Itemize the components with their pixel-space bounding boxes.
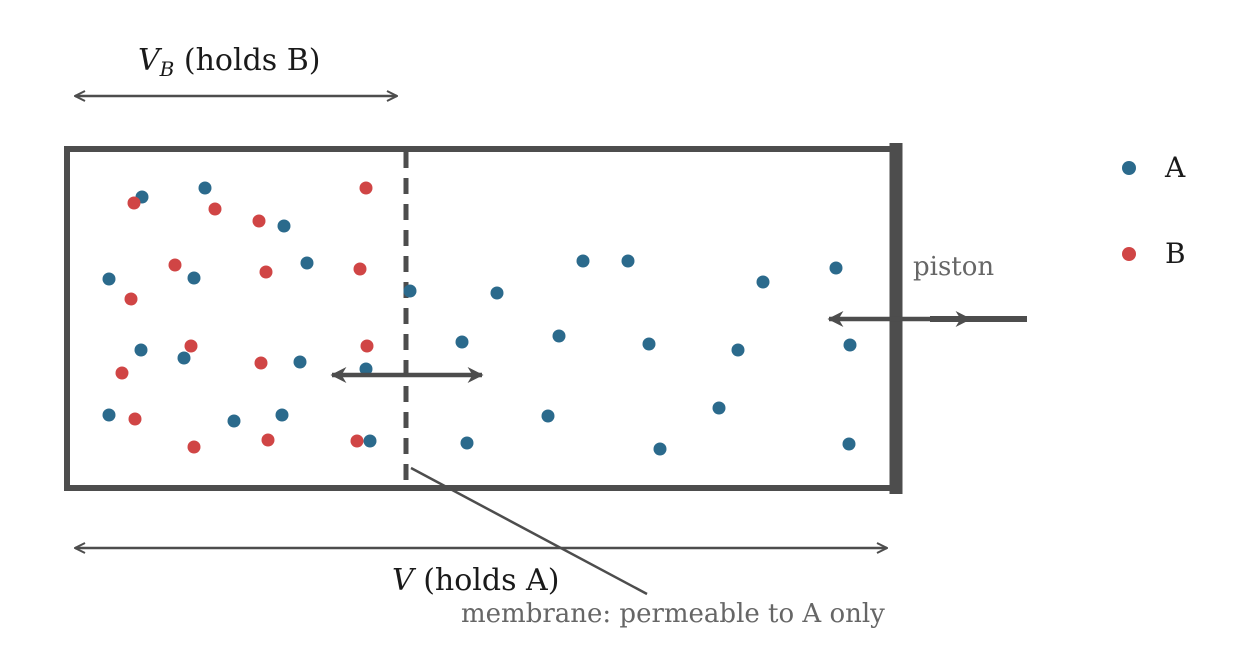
particle-a [363, 434, 377, 448]
membrane-label: membrane: permeable to A only [461, 599, 885, 629]
particle-a [227, 414, 241, 428]
vb-text: (holds B) [174, 43, 320, 78]
v-text: (holds A) [414, 563, 560, 598]
particle-a [653, 442, 667, 456]
particle-b [187, 440, 201, 454]
particles-group [102, 181, 857, 456]
particle-a [187, 271, 201, 285]
particle-a [277, 219, 291, 233]
particle-b [124, 292, 138, 306]
particle-a [712, 401, 726, 415]
particle-b [127, 196, 141, 210]
particle-b [168, 258, 182, 272]
vb-label: VB (holds B) [138, 43, 320, 81]
particle-a [102, 408, 116, 422]
v-label: V (holds A) [392, 563, 559, 598]
particle-a [102, 272, 116, 286]
particle-b [184, 339, 198, 353]
particle-a [621, 254, 635, 268]
particle-a [756, 275, 770, 289]
membrane-pointer-line [410, 466, 648, 596]
particle-b [350, 434, 364, 448]
particle-b [115, 366, 129, 380]
particle-a [576, 254, 590, 268]
legend: A B [1122, 151, 1186, 270]
particle-a [198, 181, 212, 195]
legend-marker-a [1122, 161, 1136, 175]
particle-b [254, 356, 268, 370]
particle-a [642, 337, 656, 351]
particle-b [128, 412, 142, 426]
particle-b [259, 265, 273, 279]
container-box [64, 146, 899, 491]
particle-a [490, 286, 504, 300]
vb-symbol: V [138, 43, 163, 78]
particle-a [842, 437, 856, 451]
particle-b [208, 202, 222, 216]
particle-b [360, 339, 374, 353]
particle-a [403, 284, 417, 298]
particle-a [300, 256, 314, 270]
particle-b [359, 181, 373, 195]
particle-b [353, 262, 367, 276]
particle-a [552, 329, 566, 343]
particle-a [843, 338, 857, 352]
particle-a [541, 409, 555, 423]
legend-marker-b [1122, 247, 1136, 261]
v-symbol: V [392, 563, 417, 598]
legend-label-a: A [1164, 151, 1186, 184]
particle-a [134, 343, 148, 357]
particle-a [293, 355, 307, 369]
particle-a [455, 335, 469, 349]
legend-label-b: B [1165, 237, 1186, 270]
particle-a [460, 436, 474, 450]
piston-label: piston [913, 252, 994, 282]
particle-a [731, 343, 745, 357]
vb-subscript: B [159, 57, 175, 81]
particle-a [275, 408, 289, 422]
particle-b [261, 433, 275, 447]
particle-a [829, 261, 843, 275]
particle-b [252, 214, 266, 228]
particle-a [177, 351, 191, 365]
